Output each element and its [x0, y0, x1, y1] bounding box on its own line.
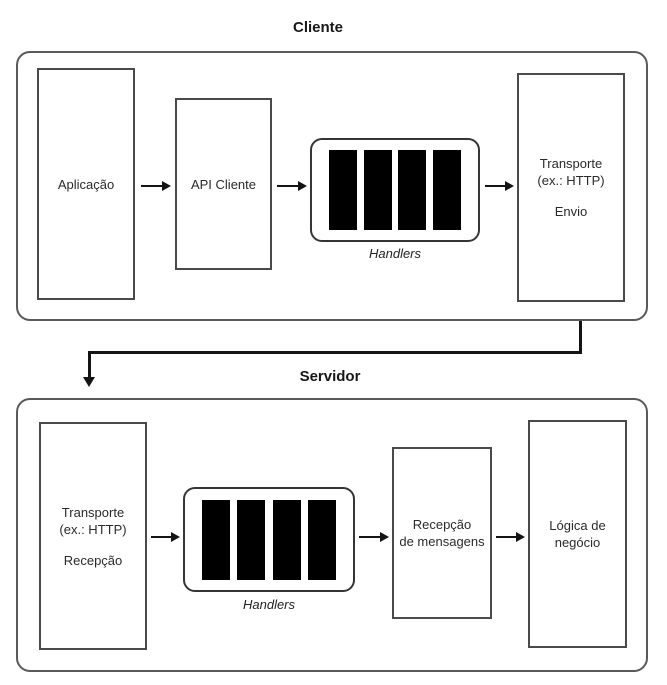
arrow-api-to-handlers-icon: [277, 181, 307, 191]
box-transporte-recepcao: Transporte (ex.: HTTP) Recepção: [39, 422, 147, 650]
handler-bar: [432, 150, 461, 230]
arrow-shaft: [485, 185, 505, 187]
client-title: Cliente: [292, 19, 343, 36]
connector-segment-horizontal: [88, 351, 582, 354]
arrow-handlers-to-recepcao-icon: [359, 532, 389, 542]
connector-arrow-head-down-icon: [83, 377, 95, 387]
transporte-line: Envio: [554, 204, 588, 219]
handler-bar: [307, 499, 336, 580]
server-handlers-box: [183, 487, 355, 592]
arrow-recepcao-to-logica-icon: [496, 532, 525, 542]
transporte-line: (ex.: HTTP): [59, 521, 127, 537]
handler-bar: [272, 499, 301, 580]
server-title: Servidor: [299, 368, 361, 385]
handler-bar: [237, 499, 266, 580]
transporte-line: Transporte: [61, 504, 125, 520]
transporte-line: (ex.: HTTP): [537, 173, 605, 188]
arrow-shaft: [496, 536, 516, 538]
arrow-head-icon: [505, 181, 514, 191]
box-api-cliente-label: API Cliente: [190, 176, 257, 192]
transporte-line: Transporte: [539, 156, 603, 171]
arrow-transporte-to-handlers-icon: [151, 532, 180, 542]
arrow-head-icon: [380, 532, 389, 542]
arrow-shaft: [151, 536, 171, 538]
handler-bar: [363, 150, 392, 230]
arrow-shaft: [359, 536, 380, 538]
handler-bar: [329, 150, 357, 230]
box-recepcao-mensagens: Recepção de mensagens: [392, 447, 492, 619]
recepcao-line: de mensagens: [399, 534, 485, 549]
client-container: Aplicação API Cliente Handlers Transport…: [16, 51, 648, 321]
server-container: Transporte (ex.: HTTP) Recepção Handlers…: [16, 398, 648, 672]
client-handlers-box: [310, 138, 480, 242]
connector-segment-vertical-left: [88, 351, 91, 378]
arrow-head-icon: [171, 532, 180, 542]
handler-bar: [398, 150, 427, 230]
connector-segment-vertical-right: [579, 321, 582, 354]
transporte-line: Recepção: [63, 552, 123, 568]
server-handlers-label: Handlers: [242, 597, 296, 612]
arrow-shaft: [141, 185, 162, 187]
arrow-head-icon: [516, 532, 525, 542]
logica-line: negócio: [554, 535, 601, 550]
logica-line: Lógica de: [549, 518, 606, 533]
box-api-cliente: API Cliente: [175, 98, 272, 270]
arrow-head-icon: [298, 181, 307, 191]
recepcao-line: Recepção: [412, 517, 472, 532]
arrow-handlers-to-transporte-icon: [485, 181, 514, 191]
arrow-shaft: [277, 185, 298, 187]
arrow-aplicacao-to-api-icon: [141, 181, 171, 191]
box-logica-negocio: Lógica de negócio: [528, 420, 627, 648]
box-aplicacao-label: Aplicação: [57, 176, 115, 192]
client-handlers-label: Handlers: [368, 246, 422, 261]
handler-bar: [202, 499, 230, 580]
box-aplicacao: Aplicação: [37, 68, 135, 300]
arrow-head-icon: [162, 181, 171, 191]
box-transporte-envio: Transporte (ex.: HTTP) Envio: [517, 73, 625, 302]
